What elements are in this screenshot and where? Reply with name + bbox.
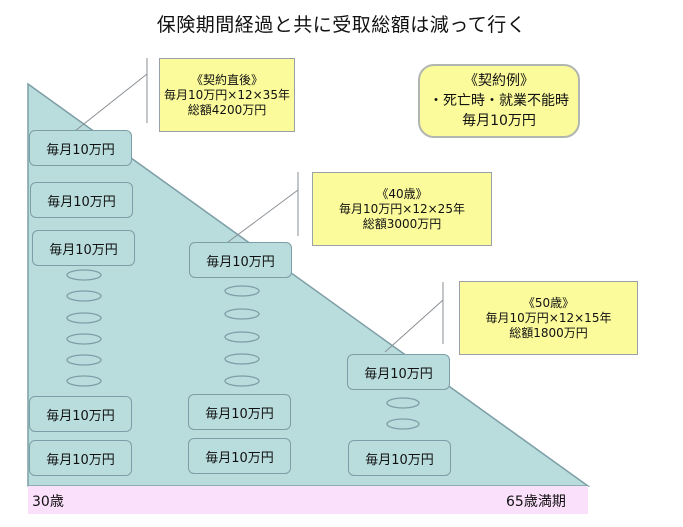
omitted-months-col3 bbox=[386, 397, 420, 430]
note-formula: 毎月10万円×12×15年 bbox=[485, 310, 612, 325]
note-contract-start: 《契約直後》 毎月10万円×12×35年 総額4200万円 bbox=[159, 58, 295, 132]
callout-line-50 bbox=[384, 299, 444, 353]
omitted-months-col1 bbox=[66, 269, 102, 387]
benefit-box: 毎月10万円 bbox=[189, 242, 292, 278]
example-condition: ・死亡時・就業不能時 bbox=[429, 93, 569, 109]
benefit-box: 毎月10万円 bbox=[29, 396, 132, 432]
note-total: 総額3000万円 bbox=[362, 216, 442, 231]
benefit-box: 毎月10万円 bbox=[30, 182, 133, 218]
axis-start-label: 30歳 bbox=[32, 494, 64, 510]
note-formula: 毎月10万円×12×25年 bbox=[339, 201, 465, 216]
note-total: 総額4200万円 bbox=[187, 102, 267, 117]
contract-example: 《契約例》 ・死亡時・就業不能時 毎月10万円 bbox=[418, 64, 580, 138]
note-age-40: 《40歳》 毎月10万円×12×25年 総額3000万円 bbox=[312, 172, 492, 246]
note-heading: 《40歳》 bbox=[376, 186, 428, 201]
axis-end-label: 65歳満期 bbox=[506, 494, 566, 510]
benefit-box: 毎月10万円 bbox=[32, 230, 135, 266]
callout-line-40 bbox=[227, 189, 299, 243]
omitted-months-col2 bbox=[224, 285, 260, 387]
example-amount: 毎月10万円 bbox=[462, 113, 536, 129]
benefit-box: 毎月10万円 bbox=[29, 130, 132, 166]
benefit-box: 毎月10万円 bbox=[188, 394, 291, 430]
benefit-box: 毎月10万円 bbox=[188, 438, 291, 474]
note-formula: 毎月10万円×12×35年 bbox=[164, 87, 290, 102]
note-heading: 《契約直後》 bbox=[190, 72, 263, 87]
diagram-title: 保険期間経過と共に受取総額は減って行く bbox=[156, 14, 527, 36]
note-age-50: 《50歳》 毎月10万円×12×15年 総額1800万円 bbox=[459, 281, 638, 355]
note-total: 総額1800万円 bbox=[509, 325, 588, 340]
timeline-axis bbox=[28, 486, 588, 514]
note-heading: 《50歳》 bbox=[522, 295, 575, 310]
benefit-box: 毎月10万円 bbox=[29, 440, 132, 476]
callout-line-start bbox=[74, 73, 148, 132]
benefit-box: 毎月10万円 bbox=[347, 354, 450, 390]
example-heading: 《契約例》 bbox=[464, 73, 534, 89]
benefit-box: 毎月10万円 bbox=[348, 440, 451, 476]
